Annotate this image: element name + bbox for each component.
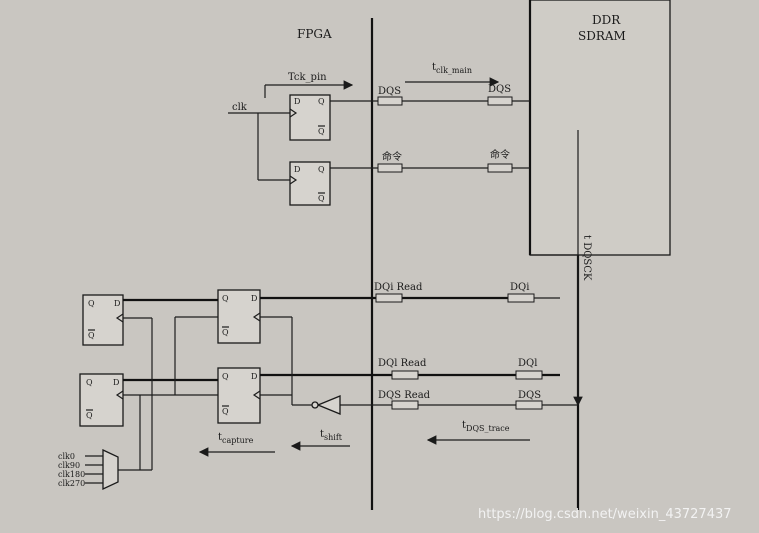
svg-text:Q: Q bbox=[86, 378, 93, 387]
cmd-right: 命令 bbox=[490, 148, 510, 161]
ff-left-b: Q D Q bbox=[79, 373, 124, 427]
dqs-in-label: DQS bbox=[518, 390, 541, 401]
svg-text:Q: Q bbox=[86, 411, 93, 420]
dqs-out-term-left bbox=[377, 96, 403, 106]
svg-text:Q: Q bbox=[222, 407, 229, 416]
svg-text:Q: Q bbox=[318, 194, 325, 203]
svg-text:Q: Q bbox=[88, 299, 95, 308]
t-dqs-trace-label: tDQS_trace bbox=[462, 420, 510, 433]
dql-term-left bbox=[391, 370, 419, 380]
svg-text:D: D bbox=[294, 97, 300, 106]
clock-mux bbox=[102, 448, 119, 491]
svg-text:Q: Q bbox=[88, 331, 95, 340]
dql-label: DQl bbox=[518, 358, 537, 369]
dqs-read-label: DQS Read bbox=[378, 390, 431, 401]
dqs-read-term-left bbox=[391, 400, 419, 410]
ddr-label-1: DDR bbox=[592, 13, 621, 27]
svg-text:D: D bbox=[113, 378, 119, 387]
ff-dqs-out: D Q Q bbox=[289, 94, 331, 141]
dqs-out-term-right bbox=[487, 96, 513, 106]
mux-input-clk0: clk0 bbox=[58, 452, 75, 461]
cmd-term-left bbox=[377, 163, 403, 173]
svg-text:Q: Q bbox=[222, 372, 229, 381]
dqi-term-right bbox=[507, 293, 535, 303]
buffer-triangle bbox=[316, 395, 341, 415]
mux-input-clk90: clk90 bbox=[58, 461, 80, 470]
cmd-term-right bbox=[487, 163, 513, 173]
svg-text:D: D bbox=[251, 294, 257, 303]
mux-input-clk270: clk270 bbox=[58, 479, 85, 488]
dql-read-label: DQl Read bbox=[378, 358, 427, 369]
dqs-read-term-right bbox=[515, 400, 543, 410]
dqs-out-right: DQS bbox=[488, 84, 511, 95]
svg-text:Q: Q bbox=[222, 294, 229, 303]
mux-input-clk180: clk180 bbox=[58, 470, 85, 479]
svg-text:Q: Q bbox=[318, 97, 325, 106]
t-clk-main-label: tclk_main bbox=[432, 62, 472, 75]
svg-text:Q: Q bbox=[318, 165, 325, 174]
t-shift-label: tshift bbox=[320, 429, 343, 442]
tck-pin-label: Tck_pin bbox=[288, 72, 327, 83]
fpga-label: FPGA bbox=[297, 27, 332, 41]
ddr-label-2: SDRAM bbox=[578, 29, 626, 43]
svg-text:D: D bbox=[114, 299, 120, 308]
svg-text:D: D bbox=[251, 372, 257, 381]
ff-left-a: Q D Q bbox=[82, 294, 124, 346]
cmd-left: 命令 bbox=[382, 150, 402, 163]
clk-label: clk bbox=[232, 102, 248, 113]
svg-text:Q: Q bbox=[318, 127, 325, 136]
ff-cmd-out: D Q Q bbox=[289, 161, 331, 206]
dql-term-right bbox=[515, 370, 543, 380]
dqi-label: DQi bbox=[510, 282, 529, 293]
t-dqsck-label: t DQSCK bbox=[581, 235, 592, 281]
svg-text:Q: Q bbox=[222, 328, 229, 337]
ff-mid-c: Q D Q bbox=[217, 289, 261, 344]
ff-mid-d: Q D Q bbox=[217, 367, 261, 424]
ddr-sdram-box bbox=[529, 0, 671, 256]
watermark: https://blog.csdn.net/weixin_43727437 bbox=[478, 507, 732, 522]
t-capture-label: tcapture bbox=[218, 432, 254, 445]
dqs-out-left: DQS bbox=[378, 86, 401, 97]
dqi-term-left bbox=[375, 293, 403, 303]
svg-text:D: D bbox=[294, 165, 300, 174]
dqi-read-label: DQi Read bbox=[374, 282, 423, 293]
